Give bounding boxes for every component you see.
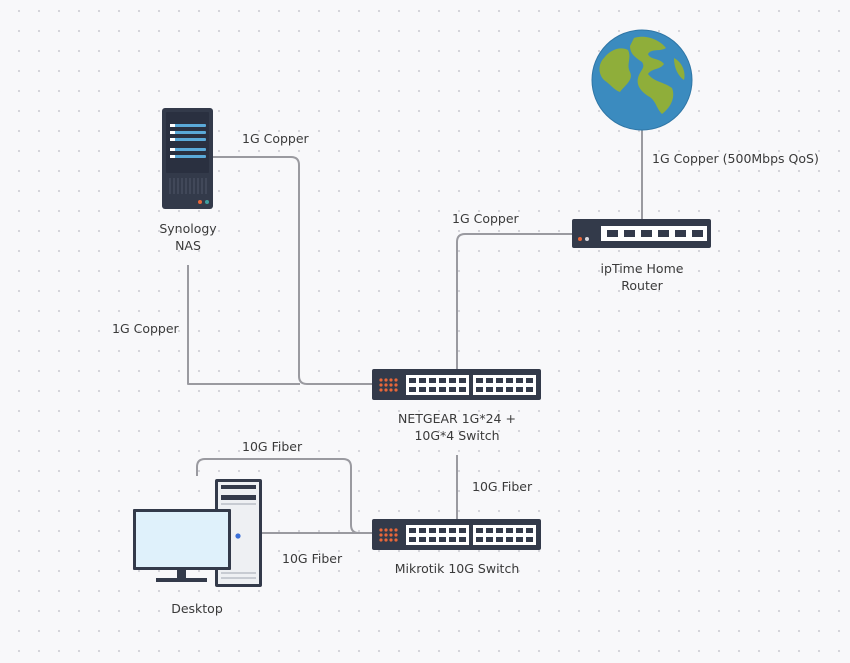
netgear-label: NETGEAR 1G*24 + 10G*4 Switch — [382, 410, 532, 444]
edge-nas-netgear-a — [212, 156, 372, 385]
edge-router-netgear — [456, 233, 572, 370]
netgear-label-line1: NETGEAR 1G*24 + — [398, 411, 516, 426]
nas-label: Synology NAS — [138, 220, 238, 254]
edge-label-desktop-mikrotik-a: 10G Fiber — [242, 439, 303, 454]
desktop-icon — [133, 479, 262, 587]
globe-icon — [591, 29, 693, 131]
edge-label-nas-netgear-a: 1G Copper — [242, 131, 309, 146]
nas-label-line2: NAS — [175, 238, 201, 253]
router-label-line1: ipTime Home — [600, 261, 684, 276]
edge-nas-netgear-b — [187, 265, 300, 385]
desktop-label-line1: Desktop — [171, 601, 223, 616]
router-label-line2: Router — [621, 278, 663, 293]
edge-label-desktop-mikrotik-b: 10G Fiber — [282, 551, 343, 566]
mikrotik-label: Mikrotik 10G Switch — [372, 560, 542, 577]
nas-icon — [162, 108, 213, 209]
mikrotik-label-line1: Mikrotik 10G Switch — [394, 561, 520, 576]
netgear-label-line2: 10G*4 Switch — [414, 428, 500, 443]
nas-label-line1: Synology — [159, 221, 217, 236]
edge-label-router-netgear: 1G Copper — [452, 211, 519, 226]
edge-desktop-mikrotik-a — [196, 458, 372, 534]
mikrotik-switch-icon — [372, 519, 541, 550]
router-label: ipTime Home Router — [582, 260, 702, 294]
edge-label-internet-router: 1G Copper (500Mbps QoS) — [652, 151, 819, 166]
edge-label-nas-netgear-b: 1G Copper — [112, 321, 179, 336]
netgear-switch-icon — [372, 369, 541, 400]
router-icon — [572, 219, 711, 248]
desktop-label: Desktop — [147, 600, 247, 617]
edge-label-netgear-mikrotik: 10G Fiber — [472, 479, 533, 494]
